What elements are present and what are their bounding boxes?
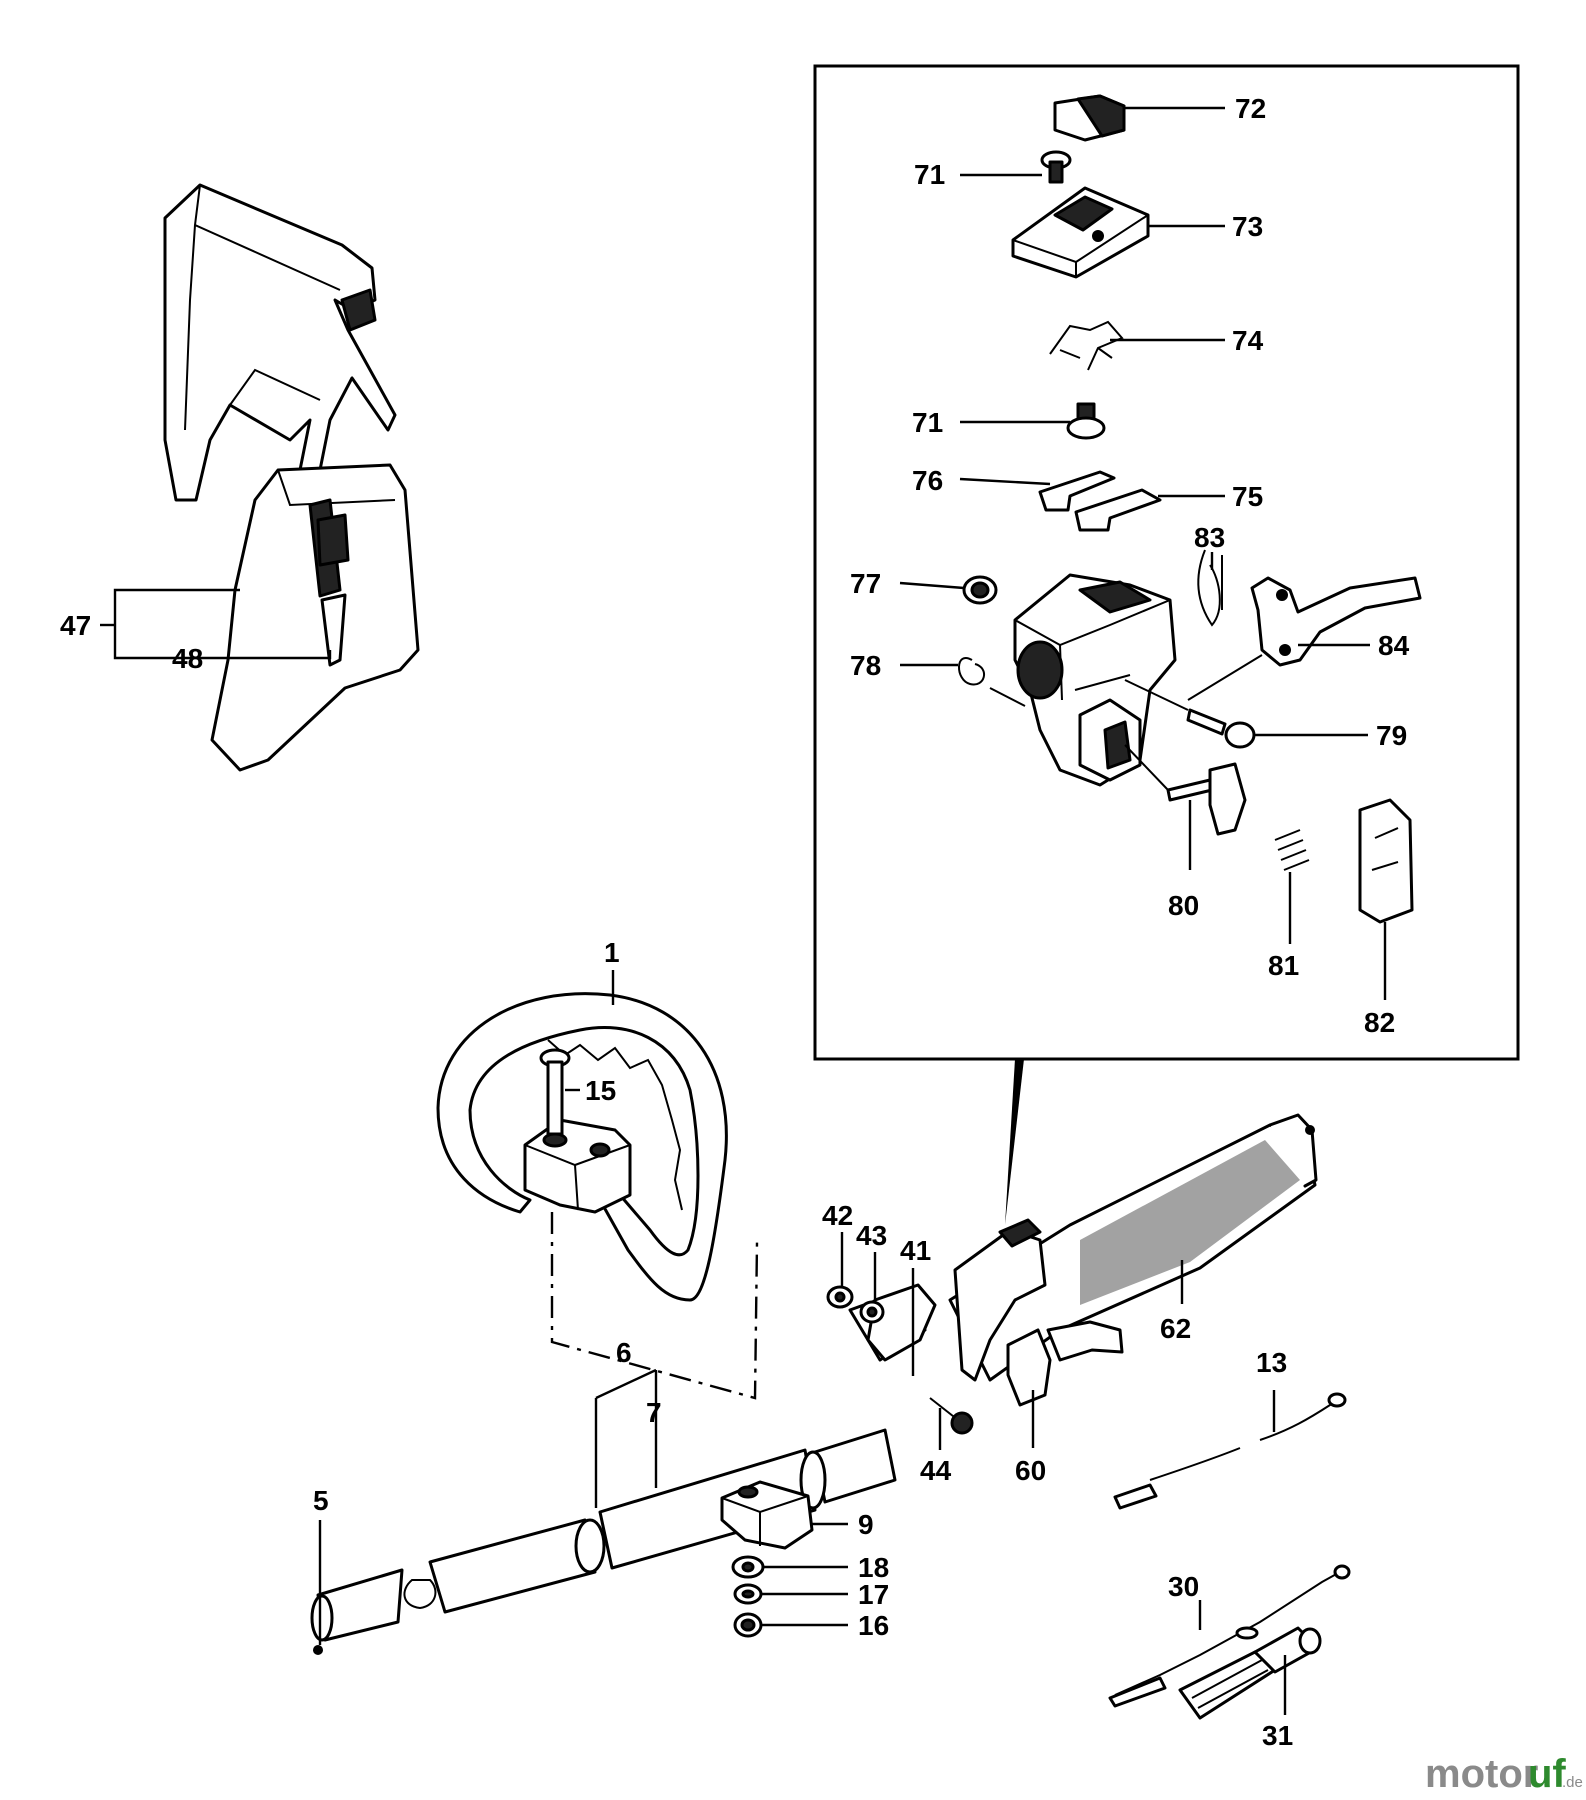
nut-42 xyxy=(826,1285,854,1309)
label-30: 30 xyxy=(1168,1571,1199,1602)
watermark-logo: motor uf .de xyxy=(1425,1752,1583,1796)
inset-assembly-lines xyxy=(989,654,1263,791)
label-42: 42 xyxy=(822,1200,853,1231)
handle-clamp xyxy=(523,1118,632,1214)
return-spring xyxy=(1197,549,1223,627)
label-82: 82 xyxy=(1364,1007,1395,1038)
label-78: 78 xyxy=(850,650,881,681)
stop-switch-cable xyxy=(1113,1392,1347,1510)
throttle-cable xyxy=(1108,1564,1351,1708)
contact-strip-upper xyxy=(1038,470,1116,512)
label-9: 9 xyxy=(858,1509,874,1540)
label-84: 84 xyxy=(1378,630,1410,661)
label-15: 15 xyxy=(585,1075,616,1106)
contact-spring xyxy=(1049,320,1124,371)
label-43: 43 xyxy=(856,1220,887,1251)
cable-adjuster xyxy=(1178,1626,1322,1720)
lockout-spring xyxy=(1274,829,1310,871)
switch-plate xyxy=(1011,186,1150,279)
label-1: 1 xyxy=(604,937,620,968)
detail-inset-pointer xyxy=(1005,1059,1024,1225)
label-74: 74 xyxy=(1232,325,1264,356)
label-41: 41 xyxy=(900,1235,931,1266)
loop-handle xyxy=(436,992,728,1302)
washer-43 xyxy=(859,1300,885,1324)
shaft-clamp xyxy=(720,1480,814,1550)
screw-lower xyxy=(1066,402,1106,440)
hex-nut-small xyxy=(962,575,998,605)
label-73: 73 xyxy=(1232,211,1263,242)
label-77: 77 xyxy=(850,568,881,599)
throttle-lever xyxy=(1250,576,1422,667)
watermark-text-part1: motor xyxy=(1425,1752,1538,1796)
label-6: 6 xyxy=(616,1337,632,1368)
label-60: 60 xyxy=(1015,1455,1046,1486)
leader-lines xyxy=(100,106,1387,1715)
label-71-lower: 71 xyxy=(912,407,943,438)
screw-44 xyxy=(929,1397,974,1435)
clamp-bolt xyxy=(539,1048,571,1136)
label-75: 75 xyxy=(1232,481,1263,512)
throttle-lockout xyxy=(1166,762,1247,836)
shoulder-harness xyxy=(163,183,420,772)
detail-inset-frame xyxy=(813,64,1520,1061)
label-18: 18 xyxy=(858,1552,889,1583)
pivot-pin xyxy=(1186,708,1256,749)
label-81: 81 xyxy=(1268,950,1299,981)
label-31: 31 xyxy=(1262,1720,1293,1751)
label-44: 44 xyxy=(920,1455,952,1486)
label-5: 5 xyxy=(313,1485,329,1516)
callout-labels: 72 71 73 74 71 76 75 83 77 84 78 79 80 8… xyxy=(60,93,1410,1751)
label-80: 80 xyxy=(1168,890,1199,921)
watermark-suffix: .de xyxy=(1562,1774,1583,1791)
label-48: 48 xyxy=(172,643,203,674)
label-83: 83 xyxy=(1194,522,1225,553)
retaining-clip xyxy=(958,657,985,686)
switch-knob-cap xyxy=(1053,94,1126,142)
label-76: 76 xyxy=(912,465,943,496)
drive-shaft-tube xyxy=(310,1428,897,1655)
throttle-housing xyxy=(1013,573,1177,787)
contact-strip-lower xyxy=(1074,488,1162,532)
label-13: 13 xyxy=(1256,1347,1287,1378)
label-47: 47 xyxy=(60,610,91,641)
label-62: 62 xyxy=(1160,1313,1191,1344)
label-71-upper: 71 xyxy=(914,159,945,190)
watermark-text-part2: uf xyxy=(1528,1752,1566,1796)
housing-cover xyxy=(1358,798,1414,924)
label-72: 72 xyxy=(1235,93,1266,124)
label-79: 79 xyxy=(1376,720,1407,751)
label-17: 17 xyxy=(858,1579,889,1610)
label-7: 7 xyxy=(646,1397,662,1428)
washer-stack xyxy=(731,1555,765,1638)
screw-upper xyxy=(1040,150,1072,184)
throttle-grip xyxy=(848,1113,1318,1407)
label-16: 16 xyxy=(858,1610,889,1641)
